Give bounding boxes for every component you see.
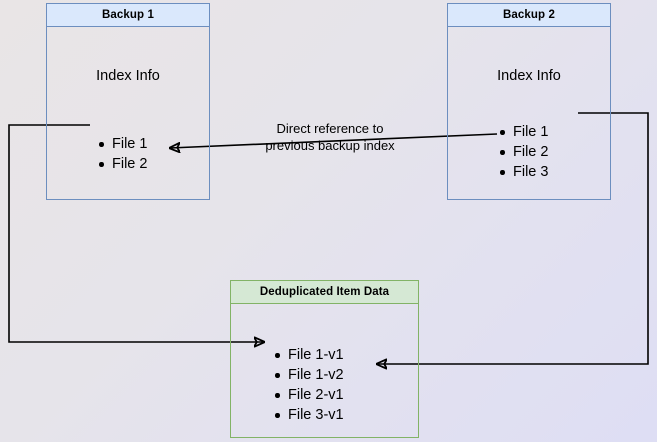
- node-backup2-item-list: File 1 File 2 File 3: [498, 122, 548, 182]
- list-item: File 1: [97, 134, 147, 154]
- node-backup1-body: Index Info File 1 File 2: [47, 27, 209, 199]
- node-backup1-header: Backup 1: [47, 4, 209, 27]
- node-backup2-section-label: Index Info: [497, 68, 561, 84]
- list-item: File 3: [498, 162, 548, 182]
- node-backup1[interactable]: Backup 1 Index Info File 1 File 2: [46, 3, 210, 200]
- list-item: File 2-v1: [273, 385, 344, 405]
- list-item: File 3-v1: [273, 405, 344, 425]
- node-deduplicated-item-data[interactable]: Deduplicated Item Data File 1-v1 File 1-…: [230, 280, 419, 438]
- list-item: File 2: [498, 142, 548, 162]
- node-backup2[interactable]: Backup 2 Index Info File 1 File 2 File 3: [447, 3, 611, 200]
- node-backup2-header: Backup 2: [448, 4, 610, 27]
- edge-label-direct-reference: Direct reference to previous backup inde…: [265, 121, 395, 153]
- node-dedup-header: Deduplicated Item Data: [231, 281, 418, 304]
- node-backup2-body: Index Info File 1 File 2 File 3: [448, 27, 610, 199]
- node-dedup-body: File 1-v1 File 1-v2 File 2-v1 File 3-v1: [231, 304, 418, 437]
- list-item: File 1-v2: [273, 365, 344, 385]
- node-dedup-item-list: File 1-v1 File 1-v2 File 2-v1 File 3-v1: [273, 345, 344, 425]
- node-backup1-item-list: File 1 File 2: [97, 134, 147, 174]
- list-item: File 1: [498, 122, 548, 142]
- list-item: File 1-v1: [273, 345, 344, 365]
- node-backup1-section-label: Index Info: [96, 68, 160, 84]
- list-item: File 2: [97, 154, 147, 174]
